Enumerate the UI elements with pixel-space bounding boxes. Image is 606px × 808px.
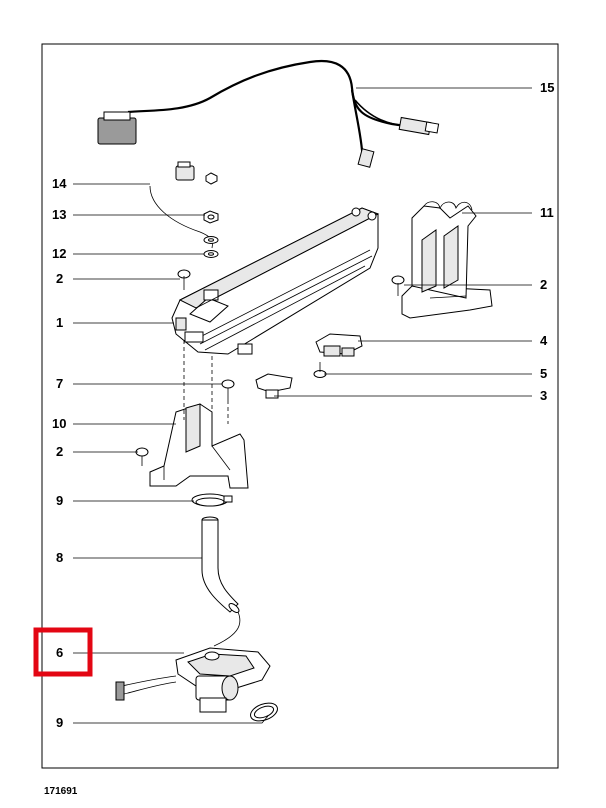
callout-9-lower[interactable]: 9 (56, 715, 63, 730)
part-9-clamp-upper (191, 493, 233, 507)
callout-9-upper[interactable]: 9 (56, 493, 63, 508)
callout-1[interactable]: 1 (56, 315, 63, 330)
part-1-heater-block (171, 207, 380, 355)
callout-10[interactable]: 10 (52, 416, 66, 431)
callout-2-middle[interactable]: 2 (56, 444, 63, 459)
callout-12[interactable]: 12 (52, 246, 66, 261)
callout-8[interactable]: 8 (56, 550, 63, 565)
callout-3[interactable]: 3 (540, 388, 547, 403)
part-2-screw-b (135, 447, 149, 466)
part-14-sensor (149, 161, 213, 249)
callout-7[interactable]: 7 (56, 376, 63, 391)
leader-lines (73, 87, 532, 724)
part-4-thermostat (315, 333, 363, 357)
callout-11[interactable]: 11 (540, 205, 554, 220)
callout-4[interactable]: 4 (540, 333, 548, 348)
part-8-hose (201, 516, 240, 613)
part-10-support (149, 403, 249, 489)
part-12-washer (203, 236, 219, 258)
callout-2-upper[interactable]: 2 (56, 271, 63, 286)
callout-2-right[interactable]: 2 (540, 277, 547, 292)
part-9-clamp-lower (250, 702, 278, 722)
callout-6[interactable]: 6 (56, 645, 63, 660)
part-3-sensor (255, 373, 293, 399)
reference-number: 171691 (44, 786, 78, 797)
callout-13[interactable]: 13 (52, 207, 66, 222)
part-6-pump (115, 611, 271, 713)
part-5-screw (313, 362, 327, 378)
part-11-bracket (401, 201, 493, 319)
part-7-screw (221, 379, 235, 400)
part-2-screw-c (391, 275, 405, 296)
callout-15[interactable]: 15 (540, 80, 554, 95)
callout-14[interactable]: 14 (52, 176, 67, 191)
highlight-box-callout-6 (33, 627, 93, 677)
part-2-screw-a (177, 269, 191, 290)
callout-5[interactable]: 5 (540, 366, 547, 381)
part-15-wire-harness (97, 60, 440, 168)
diagram-frame (41, 43, 559, 769)
part-13-nut (203, 172, 219, 224)
